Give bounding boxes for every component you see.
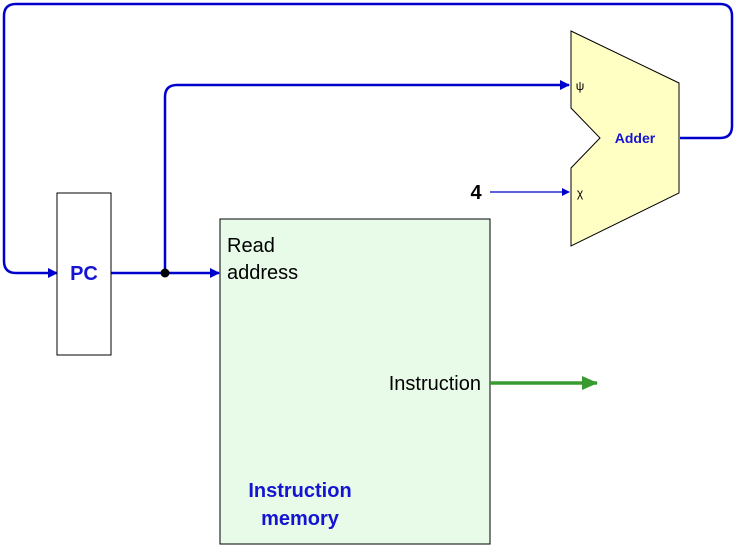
adder-to-pc-wire	[2, 2, 734, 278]
instruction-memory-block	[219, 218, 491, 545]
read-address-label-line1: Read	[227, 235, 275, 257]
read-address-label-line2: address	[227, 262, 298, 284]
constant-four-label: 4	[470, 182, 482, 204]
memory-title-line1: Instruction	[248, 480, 351, 502]
memory-title-line2: memory	[261, 508, 340, 530]
pc-to-adder-wire	[163, 80, 570, 273]
adder-unit	[570, 30, 680, 247]
adder-input-a-mark: ψ	[576, 79, 585, 93]
pc-register	[56, 192, 112, 356]
instruction-output-label: Instruction	[389, 373, 481, 395]
pc-label: PC	[70, 263, 98, 285]
adder-input-b-mark: χ	[577, 186, 584, 200]
adder-label: Adder	[615, 130, 656, 146]
wire-junction-dot	[160, 268, 170, 278]
